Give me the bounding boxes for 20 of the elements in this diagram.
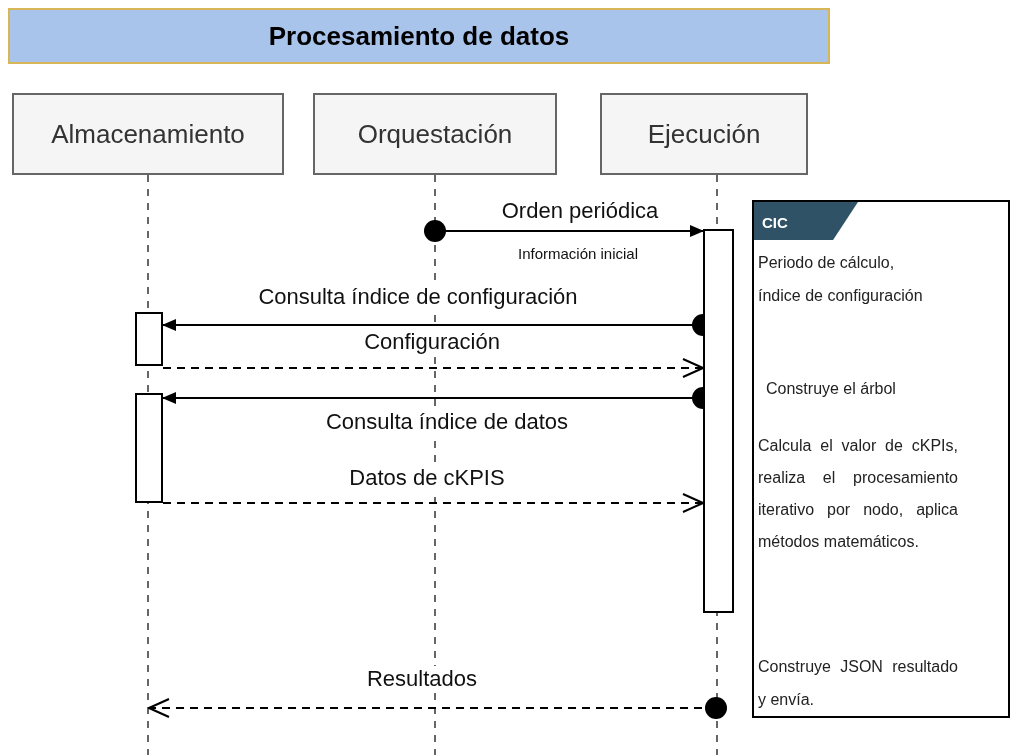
activation-bar [703, 229, 734, 613]
title-band: Procesamiento de datos [8, 8, 830, 64]
note-frame [752, 200, 1010, 718]
activation-box [135, 393, 163, 503]
message-arrow [162, 358, 704, 378]
lifeline-header: Almacenamiento [12, 93, 284, 175]
lifeline-header: Ejecución [600, 93, 808, 175]
message-arrow [148, 697, 727, 719]
lifeline-header: Orquestación [313, 93, 557, 175]
message-arrow [424, 220, 704, 242]
activation-box [135, 312, 163, 366]
lifeline [147, 175, 149, 755]
edge-label: Configuración [362, 329, 502, 355]
note-text: Construye el árbol [765, 379, 897, 399]
note-text: Periodo de cálculo, índice de configuración [758, 253, 924, 306]
edge-label: Consulta índice de configuración [256, 284, 580, 310]
frame-tab: CIC [754, 202, 858, 240]
note-text: Calcula el valor de cKPIs, realiza el procesamiento iterativo por nodo, aplica métodos matemáticos. [758, 436, 958, 552]
message-arrow [162, 493, 704, 513]
note-text: Construye JSON resultado y envía. [758, 657, 958, 710]
